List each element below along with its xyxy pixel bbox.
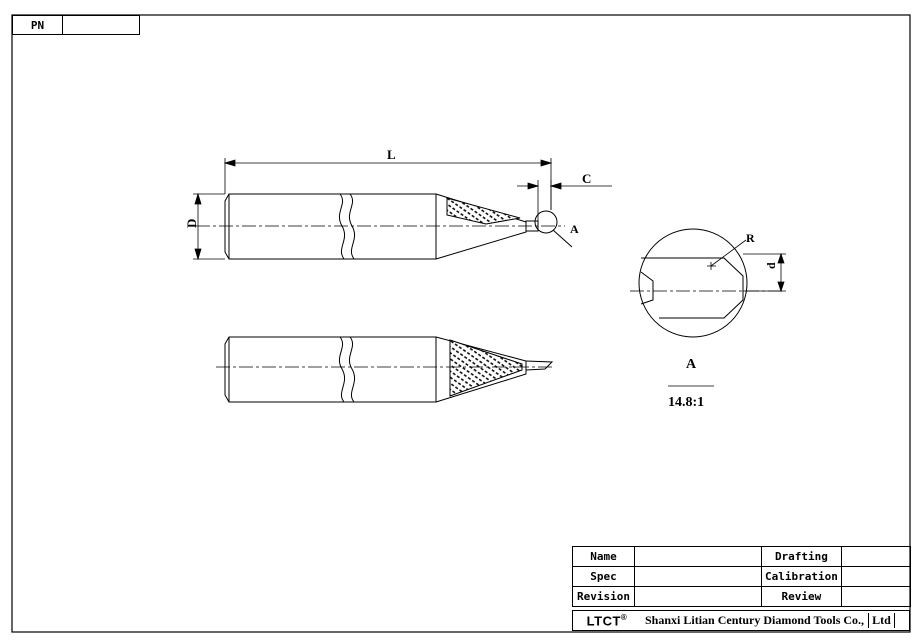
company-name: Shanxi Litian Century Diamond Tools Co.,	[645, 613, 865, 627]
dim-label-c: C	[582, 171, 591, 186]
drafting-label: Drafting	[761, 546, 842, 567]
drafting-value	[840, 546, 911, 567]
review-label: Review	[761, 586, 842, 607]
detail-view-scale: 14.8:1	[668, 395, 704, 410]
calibration-label: Calibration	[761, 566, 842, 587]
name-label: Name	[572, 546, 635, 567]
tool-side-view	[224, 193, 573, 260]
dim-label-l: L	[387, 147, 396, 162]
company-logo: LTCT®	[586, 612, 628, 629]
pn-value	[62, 15, 140, 35]
detail-ref-a: A	[570, 222, 579, 236]
detail-view-a	[638, 228, 748, 338]
detail-view-title: A	[686, 357, 697, 372]
calibration-value	[840, 566, 911, 587]
sheet-border	[11, 14, 911, 633]
spec-label: Spec	[572, 566, 635, 587]
dim-label-d: D	[184, 219, 199, 228]
revision-label: Revision	[572, 586, 635, 607]
detail-label-d-small: d	[764, 262, 778, 269]
tool-front-view	[224, 336, 554, 403]
detail-label-r: R	[746, 231, 755, 245]
company-row: LTCT® Shanxi Litian Century Diamond Tool…	[572, 610, 910, 631]
spec-value	[634, 566, 762, 587]
name-value	[634, 546, 762, 567]
title-block: Name Drafting Spec Calibration Revision …	[572, 546, 911, 607]
revision-value	[634, 586, 762, 607]
pn-label: PN	[12, 15, 63, 35]
review-value	[840, 586, 911, 607]
pn-block: PN	[12, 15, 140, 35]
company-suffix: Ltd	[868, 613, 895, 628]
